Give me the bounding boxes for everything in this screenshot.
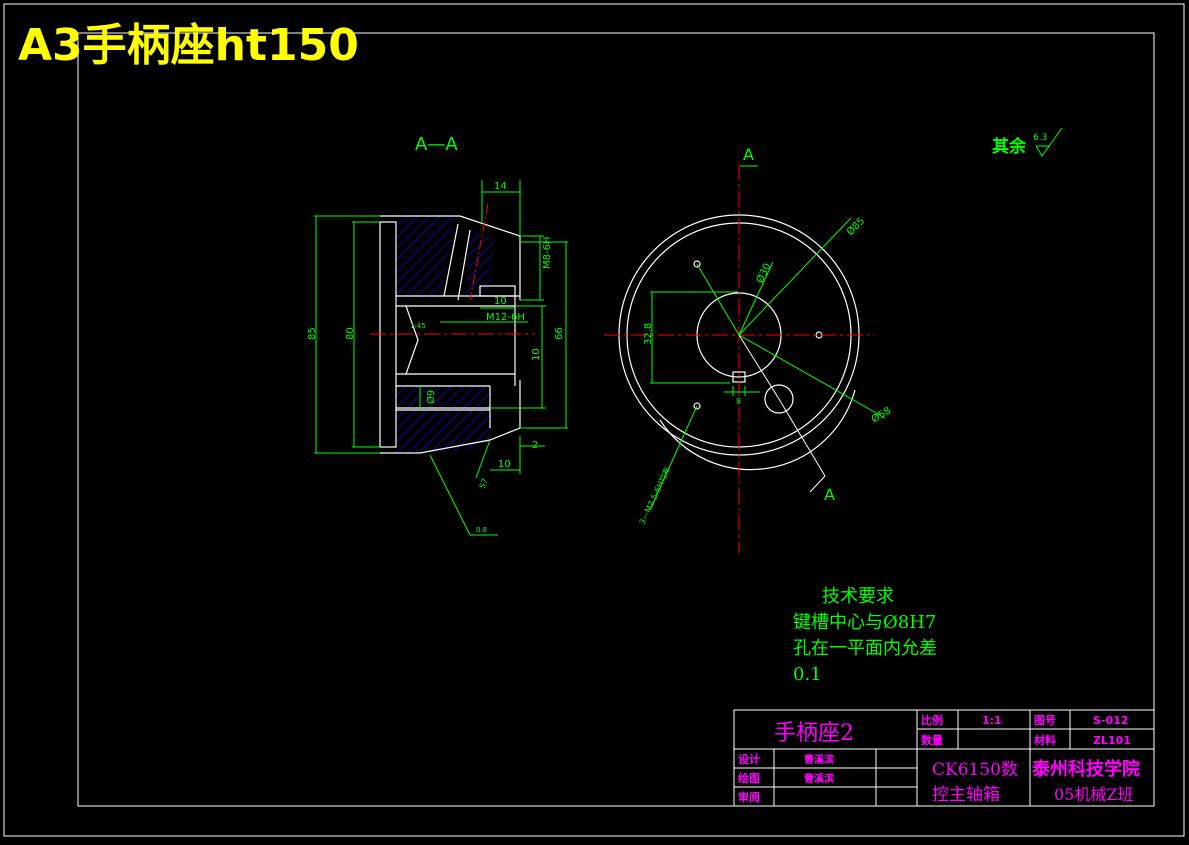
dim-m8: M8-6H [542, 237, 553, 269]
review-label: 审阅 [738, 790, 760, 804]
m12-thread [479, 285, 516, 297]
material-label: 材料 [1034, 733, 1056, 747]
roughness-label: 其余 [992, 136, 1027, 157]
cut-label-top: A [743, 145, 754, 164]
scale-label: 比例 [921, 713, 943, 727]
taper-note: 1:45 [410, 322, 426, 330]
design-name: 曹溪滨 [804, 753, 834, 766]
dim-8: 8 [736, 397, 741, 406]
dim-85: 85 [307, 327, 318, 340]
section-label: A—A [415, 134, 458, 155]
tech-line-3: 0.1 [793, 664, 822, 685]
holes-note: 3—M2.5-6H均布 [637, 465, 673, 526]
dim-d58: Ø58 [869, 405, 893, 426]
tapped-centerline [469, 203, 489, 301]
banner-title: A3手柄座ht150 [18, 20, 359, 71]
tech-line-2: 孔在一平面内允差 [793, 638, 937, 659]
part-name: 手柄座2 [774, 721, 854, 746]
dim-d9: Ø9 [425, 390, 437, 404]
qty-label: 数量 [921, 733, 943, 747]
front-view: A A Ø85 Ø30 32.8 Ø58 8 3—M2.5-6H均布 [604, 145, 893, 553]
section-hatch-upper [396, 216, 454, 296]
dim-10b: 10 [531, 348, 542, 361]
tech-title: 技术要求 [822, 586, 894, 607]
design-label: 设计 [738, 752, 760, 766]
dim-32: 32.8 [643, 323, 654, 345]
roughness-symbol: 其余 6.3 [992, 127, 1063, 157]
title-block: 手柄座2 比例 1:1 图号 S-012 数量 材料 ZL101 设计 曹溪滨 … [733, 709, 1155, 807]
dim-66: 66 [554, 327, 565, 340]
material-value: ZL101 [1093, 734, 1131, 747]
tapped-hole [443, 223, 459, 297]
drawing-no-label: 图号 [1034, 714, 1056, 727]
assembly-line-1: CK6150数 [932, 760, 1018, 780]
cut-label-bottom: A [824, 485, 835, 504]
tapped-hole-1 [693, 260, 701, 268]
roughness-note: 0.8 [476, 526, 487, 534]
assembly-line-2: 控主轴箱 [932, 785, 1000, 805]
side-hole [764, 384, 794, 414]
section-view: A—A [307, 134, 568, 536]
school-line-2: 05机械Z班 [1054, 785, 1133, 804]
inner-frame [77, 32, 1155, 807]
dim-10c: 10 [498, 459, 511, 470]
tech-line-1: 键槽中心与Ø8H7 [793, 612, 936, 633]
tapped-hole2 [457, 229, 471, 301]
dim-d85-front: Ø85 [844, 215, 867, 238]
dim-2: 2 [532, 440, 538, 451]
angle-note: 57 [478, 477, 490, 490]
section-hatch-lower [396, 386, 490, 408]
dim-m12: M12-6H [486, 312, 525, 323]
dim-10a: 10 [494, 296, 507, 307]
school-line-1: 泰州科技学院 [1031, 758, 1140, 780]
section-hatch-upper2 [465, 230, 495, 296]
roughness-check-icon [1035, 127, 1063, 157]
inner-arc [659, 389, 856, 471]
draw-label: 绘图 [738, 771, 760, 785]
dim-14: 14 [494, 181, 507, 192]
tech-requirements: 技术要求 键槽中心与Ø8H7 孔在一平面内允差 0.1 [793, 586, 937, 685]
dim-d30: Ø30 [754, 261, 774, 285]
draw-name: 曹溪滨 [804, 772, 834, 785]
body-outline-top [380, 215, 521, 300]
section-hatch-lower2 [396, 410, 490, 453]
drawing-no-value: S-012 [1093, 714, 1128, 727]
scale-value: 1:1 [982, 714, 1002, 727]
dim-80: 80 [345, 327, 356, 340]
roughness-value: 6.3 [1033, 133, 1047, 143]
tapped-hole-3 [693, 402, 701, 410]
taper-bore [405, 305, 419, 375]
outer-frame [3, 3, 1185, 837]
